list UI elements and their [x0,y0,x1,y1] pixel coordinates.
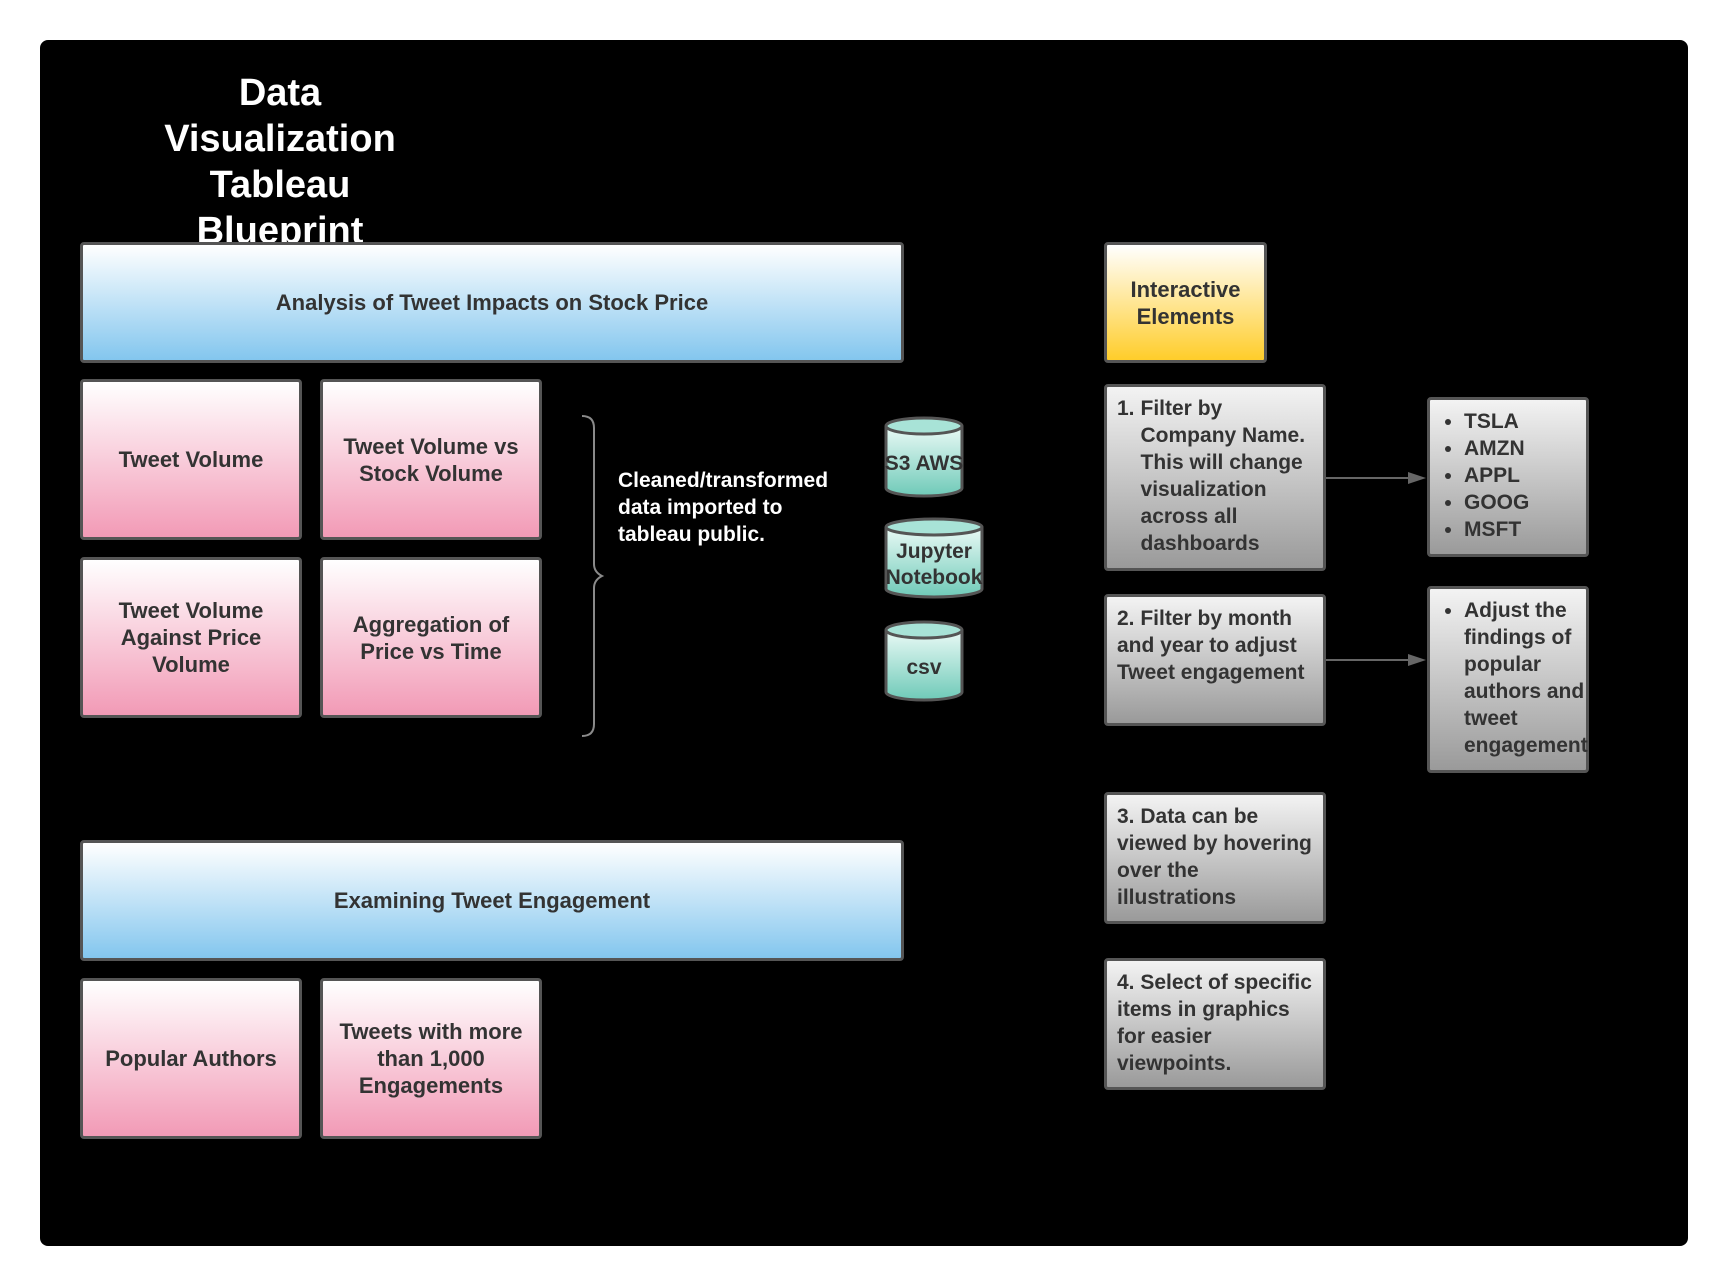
tweet-volume-vs-stock-label: Tweet Volume vs Stock Volume [343,433,519,486]
interactive-item-3: 3. Data can be viewed by hovering over t… [1104,792,1326,924]
aggregation-price-time-box: Aggregation of Price vs Time [320,557,542,718]
s3-aws-database: S3 AWS [883,416,965,498]
database-icon [884,416,964,498]
data-pipeline-note: Cleaned/transformed data imported to tab… [618,469,829,546]
diagram-canvas: Data Visualization Tableau Blueprint Ana… [40,40,1688,1246]
title-line-1: Data Visualization [164,72,396,160]
company-item: AMZN [1464,435,1529,462]
company-list: TSLA AMZN APPL GOOG MSFT [1440,408,1529,543]
interactive-item-2-text: 2. Filter by month and year to adjust Tw… [1117,607,1305,684]
tweet-volume-box: Tweet Volume [80,379,302,540]
company-list-box: TSLA AMZN APPL GOOG MSFT [1427,397,1589,557]
tweet-volume-vs-stock-box: Tweet Volume vs Stock Volume [320,379,542,540]
interactive-item-1-text: Filter by Company Name. This will change… [1140,397,1306,555]
tweet-volume-against-price-label: Tweet Volume Against Price Volume [118,598,264,677]
s3-aws-label: S3 AWS [884,452,964,475]
engagement-header: Examining Tweet Engagement [80,840,904,961]
popular-authors-box: Popular Authors [80,978,302,1139]
popular-authors-label: Popular Authors [105,1046,277,1071]
stock-analysis-header-label: Analysis of Tweet Impacts on Stock Price [275,289,709,315]
engagement-adjust-box: Adjust the findings of popular authors a… [1427,586,1589,773]
aggregation-price-time-label: Aggregation of Price vs Time [352,611,510,664]
database-icon [884,517,984,599]
arrow-head-icon [1408,654,1426,666]
database-icon [884,620,964,702]
interactive-item-1: 1. Filter by Company Name. This will cha… [1104,384,1326,571]
interactive-item-3-text: 3. Data can be viewed by hovering over t… [1117,805,1312,909]
engagement-adjust-list: Adjust the findings of popular authors a… [1440,597,1588,759]
company-item: APPL [1464,462,1529,489]
company-item: TSLA [1464,408,1529,435]
jupyter-notebook-database: Jupyter Notebook [883,517,985,599]
interactive-elements-header: Interactive Elements [1104,242,1267,363]
engagement-header-label: Examining Tweet Engagement [333,887,651,913]
grouping-brace [581,415,605,737]
diagram-title: Data Visualization Tableau Blueprint [130,70,430,254]
company-item: GOOG [1464,489,1529,516]
stock-analysis-header: Analysis of Tweet Impacts on Stock Price [80,242,904,363]
tweet-volume-label: Tweet Volume [118,447,264,472]
interactive-elements-label: Interactive Elements [1130,276,1241,329]
interactive-item-4: 4. Select of specific items in graphics … [1104,958,1326,1090]
company-item: MSFT [1464,516,1529,543]
csv-label: csv [906,656,942,679]
interactive-item-2: 2. Filter by month and year to adjust Tw… [1104,594,1326,726]
interactive-item-4-text: 4. Select of specific items in graphics … [1117,971,1312,1075]
interactive-item-1-number: 1. [1117,397,1135,420]
arrow-head-icon [1408,472,1426,484]
engagement-adjust-item: Adjust the findings of popular authors a… [1464,597,1588,759]
tweet-volume-against-price-box: Tweet Volume Against Price Volume [80,557,302,718]
csv-database: csv [883,620,965,702]
tweets-1000-box: Tweets with more than 1,000 Engagements [320,978,542,1139]
tweets-1000-label: Tweets with more than 1,000 Engagements [339,1019,523,1098]
jupyter-notebook-label: Jupyter Notebook [885,540,983,589]
title-line-2: Tableau Blueprint [196,164,364,252]
